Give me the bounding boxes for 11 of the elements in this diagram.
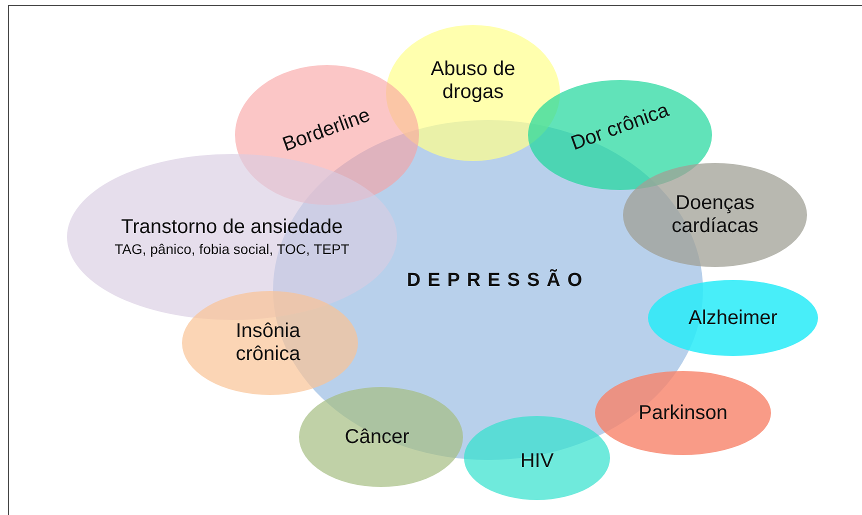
node-label: Transtorno de ansiedade bbox=[121, 216, 343, 238]
node-label: Doenças cardíacas bbox=[670, 192, 760, 238]
center-title: DEPRESSÃO bbox=[406, 268, 590, 292]
node-subtext: TAG, pânico, fobia social, TOC, TEPT bbox=[114, 240, 350, 258]
node-label: Dor crônica bbox=[568, 98, 672, 156]
node-label: Alzheimer bbox=[688, 306, 778, 330]
node-label: Parkinson bbox=[638, 402, 728, 424]
node-label: Abuso de drogas bbox=[430, 58, 516, 104]
node-label: Câncer bbox=[344, 426, 410, 448]
node-label: Insônia crônica bbox=[234, 320, 302, 366]
node-label: HIV bbox=[520, 450, 554, 472]
